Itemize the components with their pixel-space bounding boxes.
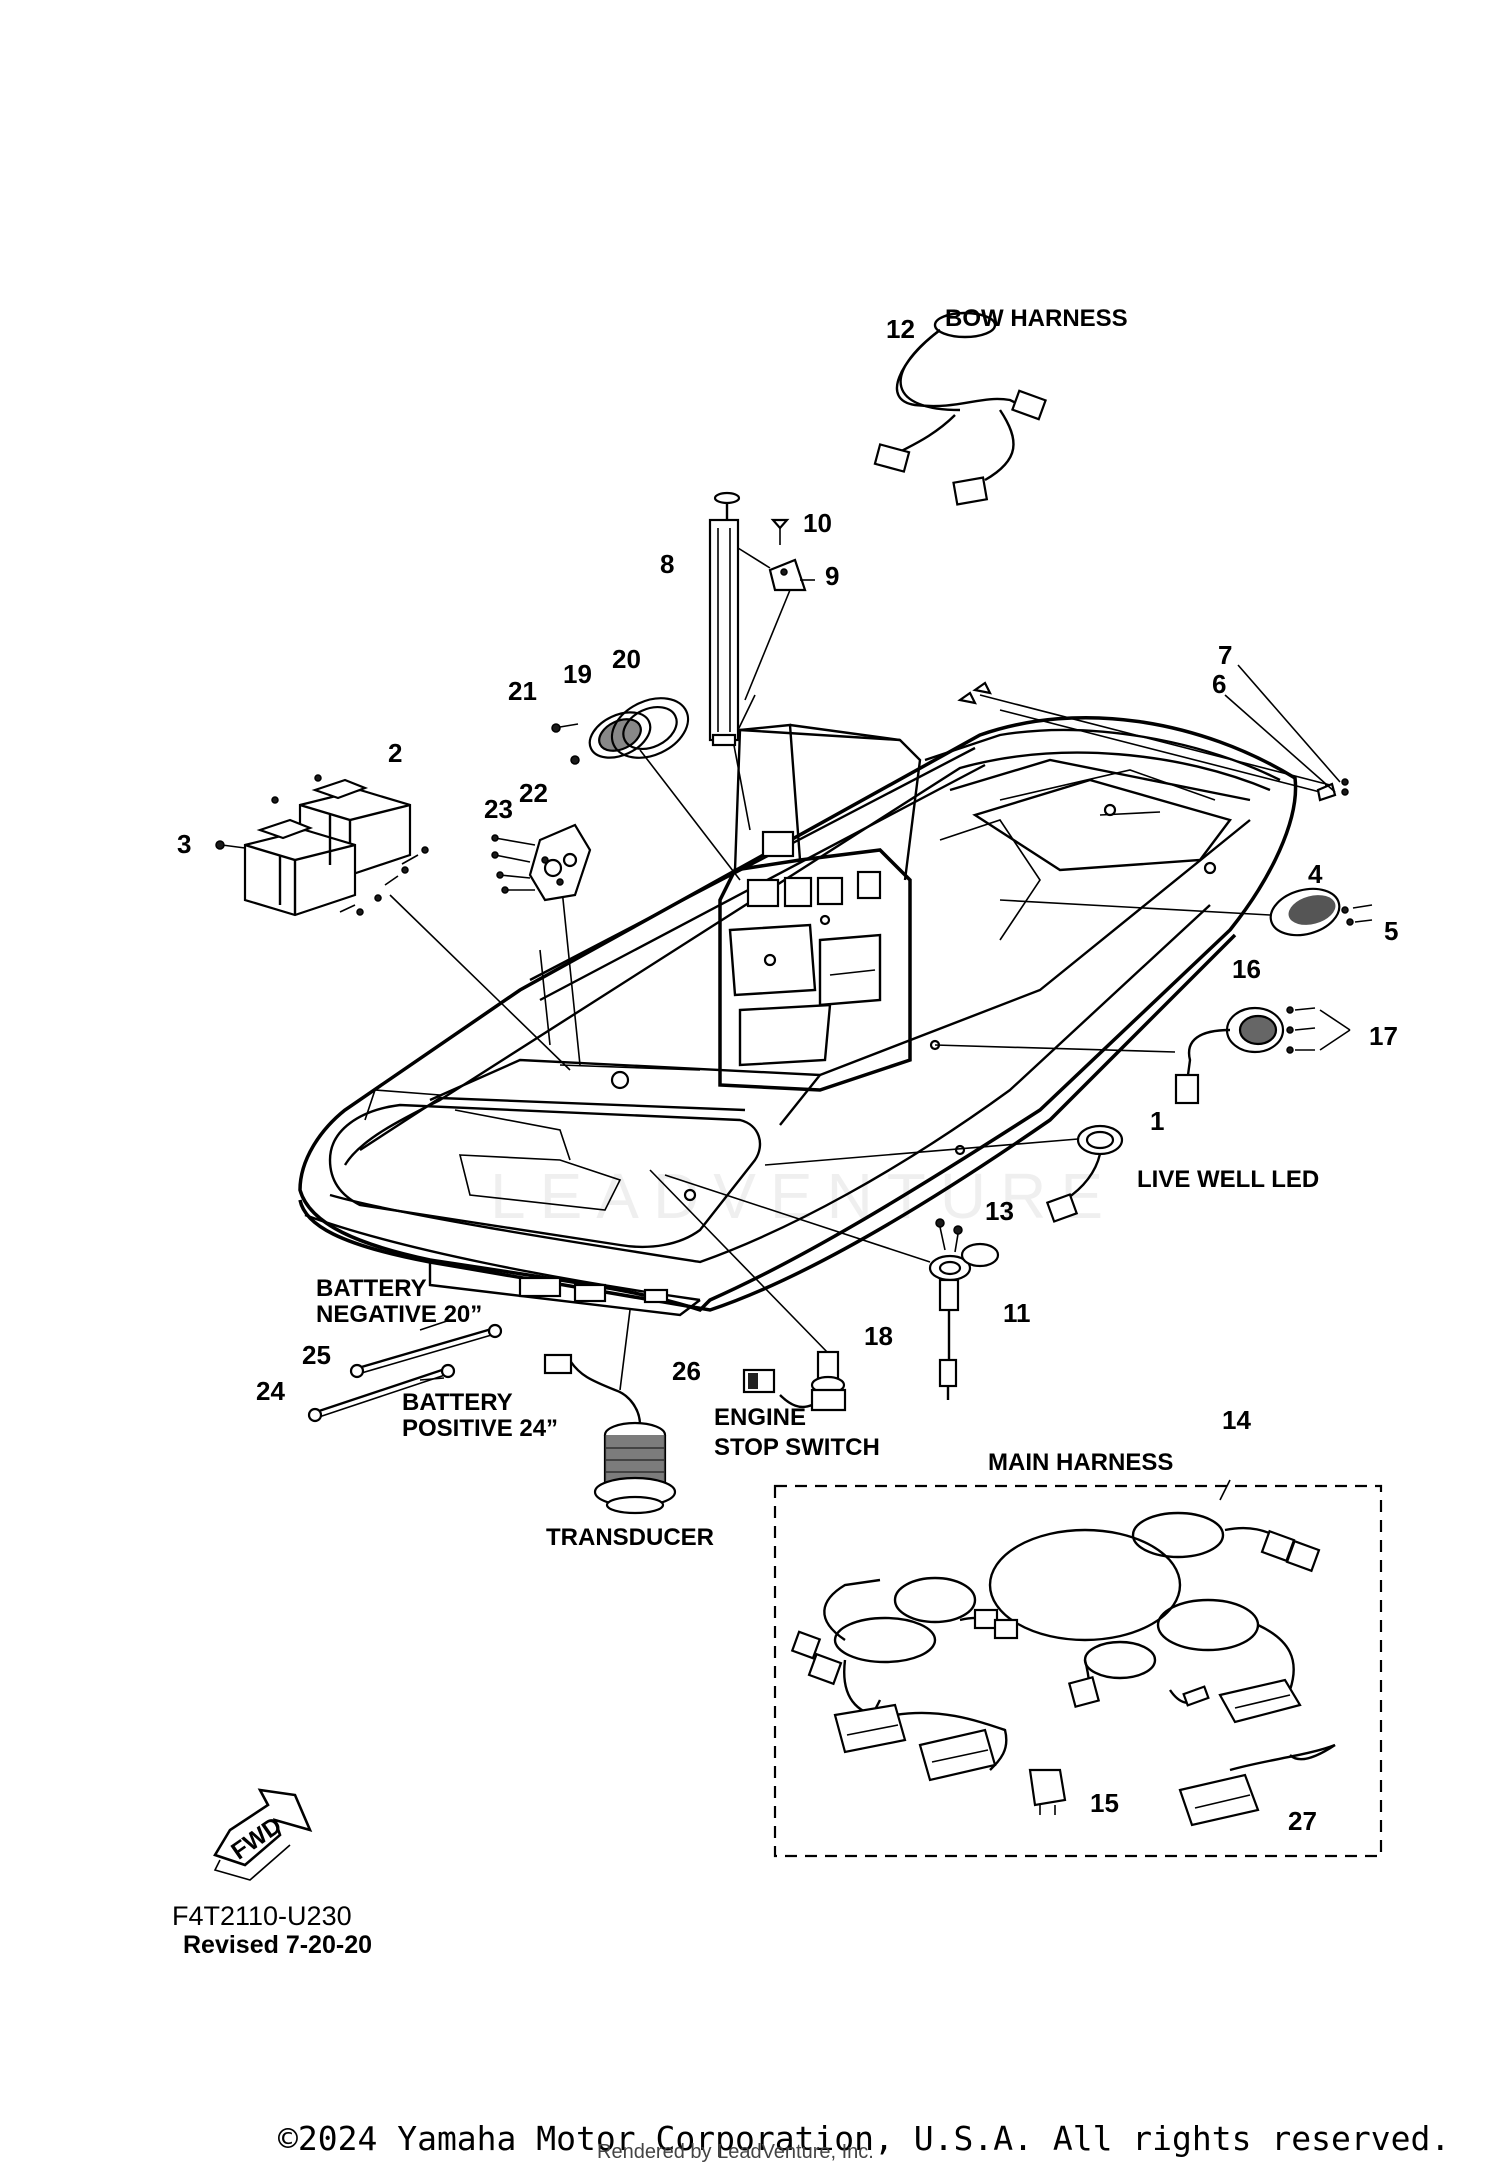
engine-stop-label-2: STOP SWITCH — [714, 1434, 880, 1461]
bow-harness — [873, 311, 1047, 506]
callout-14: 14 — [1222, 1405, 1251, 1435]
bow-harness-label: BOW HARNESS — [945, 305, 1128, 332]
transducer — [543, 1353, 677, 1515]
power-outlet — [928, 1218, 1000, 1400]
copyright-notice: ©2024 Yamaha Motor Corporation, U.S.A. A… — [278, 2119, 1450, 2158]
callout-11: 11 — [1003, 1298, 1031, 1328]
callout-7: 7 — [1218, 640, 1232, 670]
callout-18: 18 — [864, 1321, 893, 1351]
engine-stop-switch — [742, 1350, 847, 1412]
callout-15: 15 — [1090, 1788, 1119, 1818]
callout-16: 16 — [1232, 954, 1261, 984]
callout-22: 22 — [519, 778, 548, 808]
callout-19: 19 — [563, 659, 592, 689]
rendered-by: Rendered by LeadVenture, Inc. — [597, 2141, 874, 2163]
callout-24: 24 — [256, 1376, 285, 1406]
callout-23: 23 — [484, 794, 513, 824]
callout-6: 6 — [1212, 669, 1226, 699]
transducer-label: TRANSDUCER — [546, 1524, 714, 1551]
callout-3: 3 — [177, 829, 191, 859]
callout-10: 10 — [803, 508, 832, 538]
battery-positive-label-2: POSITIVE 24” — [402, 1415, 558, 1442]
live-well-led-label: LIVE WELL LED — [1137, 1166, 1319, 1193]
speaker-grille — [1269, 887, 1373, 937]
callout-21: 21 — [508, 676, 537, 706]
main-harness-label: MAIN HARNESS — [988, 1449, 1173, 1476]
callout-2: 2 — [388, 738, 402, 768]
fwd-arrow-icon: FWD — [213, 1788, 313, 1881]
led-light — [1174, 1006, 1351, 1105]
engine-stop-label-1: ENGINE — [714, 1404, 806, 1431]
diagram-code: F4T2110-U230 — [172, 1901, 352, 1931]
battery-cables — [307, 1319, 503, 1423]
leader-lines — [389, 694, 1331, 1391]
live-well-led — [1045, 1124, 1124, 1223]
batteries — [215, 774, 429, 917]
light-pole — [708, 491, 815, 747]
callout-12: 12 — [886, 314, 915, 344]
callout-4: 4 — [1308, 859, 1323, 889]
callout-20: 20 — [612, 644, 641, 674]
battery-negative-label-1: BATTERY — [316, 1275, 427, 1302]
battery-negative-label-2: NEGATIVE 20” — [316, 1301, 482, 1328]
callout-numbers: 1 2 3 4 5 6 7 8 9 10 11 12 13 14 15 16 1… — [177, 314, 1398, 1836]
callout-26: 26 — [672, 1356, 701, 1386]
callout-17: 17 — [1369, 1021, 1398, 1051]
callout-27: 27 — [1288, 1806, 1317, 1836]
callout-5: 5 — [1384, 916, 1398, 946]
boat-hull — [298, 716, 1298, 1317]
callout-9: 9 — [825, 561, 839, 591]
main-harness — [773, 1479, 1383, 1858]
pins — [957, 664, 1349, 802]
callout-13: 13 — [985, 1196, 1014, 1226]
switch-panel — [491, 823, 592, 902]
cup-holder-parts — [551, 697, 690, 765]
callout-8: 8 — [660, 549, 674, 579]
battery-positive-label-1: BATTERY — [402, 1389, 513, 1416]
callout-1: 1 — [1150, 1106, 1164, 1136]
revision-date: Revised 7-20-20 — [183, 1931, 372, 1959]
callout-25: 25 — [302, 1340, 331, 1370]
